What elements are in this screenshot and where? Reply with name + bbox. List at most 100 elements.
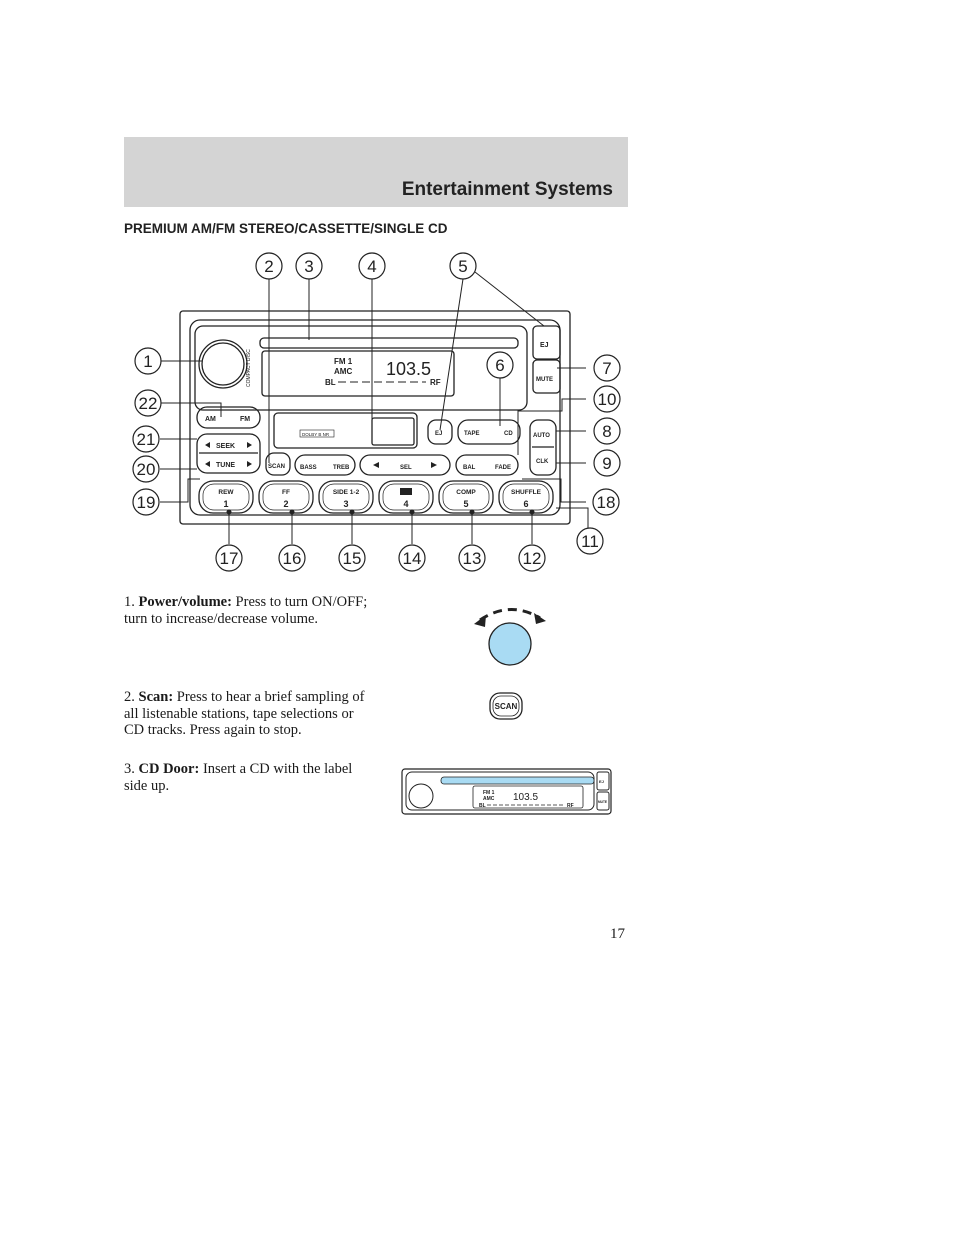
cassette-door bbox=[273, 412, 418, 449]
item-text: Insert a CD with the label side up. bbox=[124, 761, 353, 794]
cd-slot-icon bbox=[440, 776, 595, 785]
power-knob bbox=[198, 339, 248, 389]
scan-figure-label: SCAN bbox=[495, 702, 518, 711]
callout-circle-14 bbox=[398, 544, 426, 572]
callout-circle-6 bbox=[486, 351, 514, 379]
power-knob-figure bbox=[474, 608, 546, 666]
callout-label-9: 9 bbox=[602, 454, 611, 473]
volume-knob-icon bbox=[488, 622, 532, 666]
label-scan: SCAN bbox=[268, 464, 285, 470]
preset-number-2: 2 bbox=[283, 499, 288, 509]
cd-figure-frequency: 103.5 bbox=[513, 792, 538, 803]
callout-label-18: 18 bbox=[597, 493, 616, 512]
label-ej-tape: EJ bbox=[435, 431, 442, 437]
cd-figure-band: FM 1 bbox=[483, 790, 495, 796]
callout-circle-11 bbox=[576, 527, 604, 555]
callout-circle-5 bbox=[449, 252, 477, 280]
item-term: Scan: bbox=[138, 689, 174, 705]
auto-clk-rocker bbox=[529, 419, 557, 476]
callout-circle-2 bbox=[255, 252, 283, 280]
callout-circle-21 bbox=[132, 425, 160, 453]
cd-door-figure: FM 1 AMC BL RF EJ MUTE 103.5 bbox=[401, 768, 612, 815]
preset-number-3: 3 bbox=[343, 499, 348, 509]
callout-circle-12 bbox=[518, 544, 546, 572]
scan-button-figure: SCAN bbox=[489, 692, 523, 720]
cd-figure-mute: MUTE bbox=[598, 800, 607, 804]
item-term: Power/volume: bbox=[138, 594, 232, 610]
callout-label-11: 11 bbox=[581, 532, 599, 551]
callout-label-1: 1 bbox=[143, 352, 152, 371]
callout-label-7: 7 bbox=[602, 359, 611, 378]
header-band: Entertainment Systems bbox=[124, 137, 628, 207]
label-cd: CD bbox=[504, 431, 513, 437]
item-cd-door: 3. CD Door: Insert a CD with the label s… bbox=[124, 761, 369, 794]
item-number: 2. bbox=[124, 689, 135, 705]
rotate-arrow-icon bbox=[479, 608, 541, 622]
callout-circle-22 bbox=[134, 389, 162, 417]
preset-button-4 bbox=[378, 480, 434, 514]
display-balance-right: RF bbox=[430, 378, 441, 387]
callout-leader-lines bbox=[160, 271, 589, 544]
cd-figure-amc: AMC bbox=[483, 796, 495, 802]
scan-button bbox=[265, 452, 291, 476]
callout-circle-17 bbox=[215, 544, 243, 572]
callout-circle-9 bbox=[593, 449, 621, 477]
item-number: 1. bbox=[124, 594, 135, 610]
callout-circle-13 bbox=[458, 544, 486, 572]
callout-label-2: 2 bbox=[264, 257, 273, 276]
callout-circle-18 bbox=[592, 488, 620, 516]
label-auto: AUTO bbox=[533, 433, 550, 439]
preset-number-6: 6 bbox=[523, 499, 528, 509]
page-header-title: Entertainment Systems bbox=[401, 179, 613, 200]
callout-label-21: 21 bbox=[137, 430, 156, 449]
cd-slot bbox=[259, 337, 519, 349]
balance-fade-rocker bbox=[455, 454, 519, 476]
callout-label-15: 15 bbox=[343, 549, 362, 568]
callout-label-3: 3 bbox=[304, 257, 313, 276]
callout-circle-3 bbox=[295, 252, 323, 280]
callout-label-16: 16 bbox=[283, 549, 302, 568]
radio-chassis bbox=[179, 310, 571, 525]
callout-circle-8 bbox=[593, 417, 621, 445]
preset-button-6 bbox=[498, 480, 554, 514]
cd-figure-bl: BL bbox=[479, 803, 486, 809]
label-bass: BASS bbox=[300, 465, 317, 471]
callout-circle-7 bbox=[593, 354, 621, 382]
callout-circle-19 bbox=[132, 488, 160, 516]
callout-label-22: 22 bbox=[139, 394, 158, 413]
sel-rocker bbox=[359, 454, 451, 476]
preset-button-3 bbox=[318, 480, 374, 514]
preset-number-5: 5 bbox=[463, 499, 468, 509]
seek-tune-arrows bbox=[205, 442, 437, 468]
preset-label-2: FF bbox=[282, 489, 290, 496]
page-number: 17 bbox=[610, 926, 625, 942]
label-seek: SEEK bbox=[216, 443, 235, 450]
callout-circle-4 bbox=[358, 252, 386, 280]
callout-label-5: 5 bbox=[458, 257, 467, 276]
eject-cd-button bbox=[532, 325, 561, 360]
preset-label-3: SIDE 1-2 bbox=[333, 489, 360, 496]
callout-label-17: 17 bbox=[220, 549, 239, 568]
preset-button-5 bbox=[438, 480, 494, 514]
label-treb: TREB bbox=[333, 465, 350, 471]
am-fm-button bbox=[196, 406, 261, 429]
eject-tape-button bbox=[427, 419, 453, 445]
label-fm: FM bbox=[240, 416, 250, 423]
item-scan: 2. Scan: Press to hear a brief sampling … bbox=[124, 689, 369, 739]
section-heading: PREMIUM AM/FM STEREO/CASSETTE/SINGLE CD bbox=[124, 221, 448, 236]
callout-label-4: 4 bbox=[367, 257, 376, 276]
label-fade: FADE bbox=[495, 465, 511, 471]
callout-label-6: 6 bbox=[495, 356, 504, 375]
tape-cd-button bbox=[457, 419, 521, 445]
callout-circle-20 bbox=[132, 455, 160, 483]
item-term: CD Door: bbox=[138, 761, 200, 777]
label-sel: SEL bbox=[400, 465, 412, 471]
preset-number-1: 1 bbox=[223, 499, 228, 509]
item-power-volume: 1. Power/volume: Press to turn ON/OFF; t… bbox=[124, 594, 369, 627]
callout-label-19: 19 bbox=[137, 493, 156, 512]
callout-circle-16 bbox=[278, 544, 306, 572]
callout-label-14: 14 bbox=[403, 549, 422, 568]
callout-label-12: 12 bbox=[523, 549, 542, 568]
